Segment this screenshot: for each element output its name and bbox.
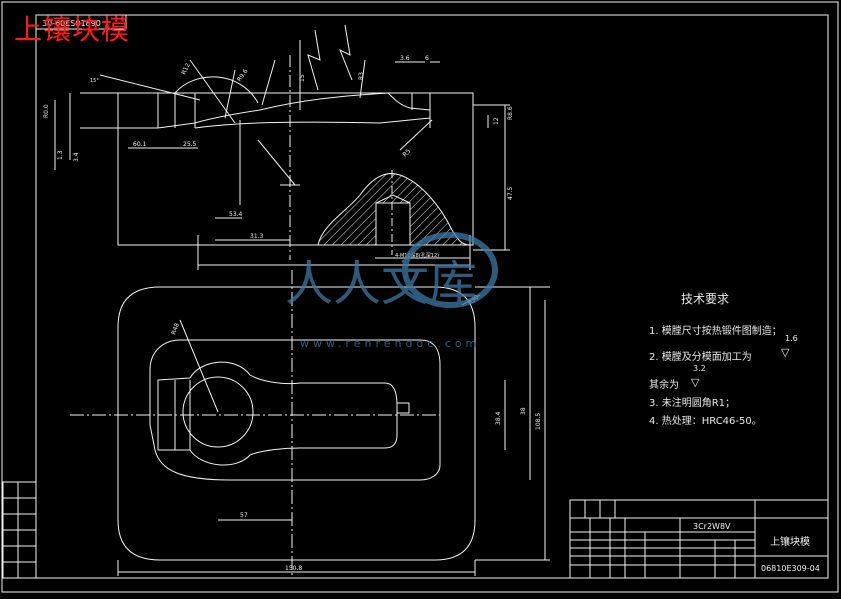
- plan-outer-outline: [117, 286, 476, 561]
- cavity-ball: [182, 376, 254, 448]
- drawing-number: 06810E309-04: [761, 564, 820, 573]
- svg-text:R5: R5: [401, 148, 412, 159]
- svg-text:3.4: 3.4: [73, 152, 80, 162]
- svg-text:4-M10深8(孔深12): 4-M10深8(孔深12): [395, 252, 439, 259]
- cavity-outline: [157, 361, 398, 466]
- side-strip: [2, 481, 37, 579]
- roughness-value-other: 3.2: [693, 364, 706, 373]
- watermark-url: www.renrendoc.com: [300, 337, 480, 350]
- svg-text:R8.6: R8.6: [507, 106, 514, 120]
- top-left-code: 30-60ES01890: [42, 19, 101, 28]
- svg-text:R12: R12: [180, 62, 191, 76]
- tech-item-2: 2. 模膛及分模面加工为 1.6 ▽: [649, 334, 798, 363]
- tech-item-other-text: 其余为: [649, 380, 679, 391]
- top-view: [54, 24, 510, 270]
- tech-item-1: 1. 模膛尺寸按热锻件图制造；: [649, 326, 782, 337]
- roughness-symbol-icon: ▽: [781, 346, 790, 359]
- svg-text:R9.6: R9.6: [236, 68, 250, 83]
- roughness-symbol-other-icon: ▽: [691, 376, 700, 389]
- plan-view-dimensions: 150.8 57 R48 R30 38.4 38 108.5: [170, 293, 542, 572]
- svg-text:1.3: 1.3: [57, 150, 64, 160]
- svg-text:150.8: 150.8: [285, 565, 302, 572]
- svg-text:60.1: 60.1: [133, 141, 147, 148]
- plan-parting-line: [149, 339, 441, 481]
- material-label: 3Cr2W8V: [693, 522, 731, 531]
- top-view-left-block: [117, 92, 159, 129]
- svg-text:15: 15: [299, 74, 306, 82]
- svg-text:25.5: 25.5: [183, 141, 197, 148]
- svg-text:R3: R3: [358, 72, 365, 80]
- title-block: [569, 499, 829, 579]
- svg-text:6: 6: [425, 55, 429, 62]
- svg-text:15°: 15°: [90, 78, 99, 84]
- tech-item-4: 4. 热处理：HRC46-50。: [649, 416, 762, 427]
- roughness-value-main: 1.6: [785, 334, 798, 343]
- svg-text:12: 12: [493, 117, 500, 125]
- svg-text:R48: R48: [170, 322, 181, 336]
- inner-border: [35, 14, 829, 579]
- tech-item-other: 其余为 3.2 ▽: [649, 364, 706, 391]
- svg-text:R0.0: R0.0: [43, 104, 50, 118]
- top-view-dimensions: R0.0 1.3 3.4 60.1 25.5 53.4 31.3 4-M10深8…: [43, 55, 514, 259]
- svg-text:3.6: 3.6: [400, 55, 410, 62]
- top-cavity-arc: [174, 76, 259, 104]
- overlay-title: 上镶块模: [14, 13, 131, 46]
- tech-title: 技术要求: [681, 292, 730, 306]
- top-view-outline: [117, 92, 474, 246]
- plan-view: [70, 270, 550, 576]
- svg-text:47.5: 47.5: [507, 186, 514, 200]
- svg-text:38.4: 38.4: [495, 411, 502, 425]
- svg-text:53.4: 53.4: [229, 211, 243, 218]
- svg-text:38: 38: [520, 407, 527, 415]
- svg-text:108.5: 108.5: [535, 413, 542, 430]
- watermark-brand: 人人文库: [285, 256, 477, 312]
- svg-text:57: 57: [240, 512, 248, 519]
- watermark: 人人文库 www.renrendoc.com: [285, 232, 498, 350]
- tech-item-3: 3. 未注明圆角R1；: [649, 398, 736, 409]
- part-name: 上镶块模: [770, 535, 810, 548]
- code-box: [35, 14, 127, 30]
- tech-item-2-text: 2. 模膛及分模面加工为: [649, 352, 752, 363]
- svg-text:31.3: 31.3: [250, 233, 264, 240]
